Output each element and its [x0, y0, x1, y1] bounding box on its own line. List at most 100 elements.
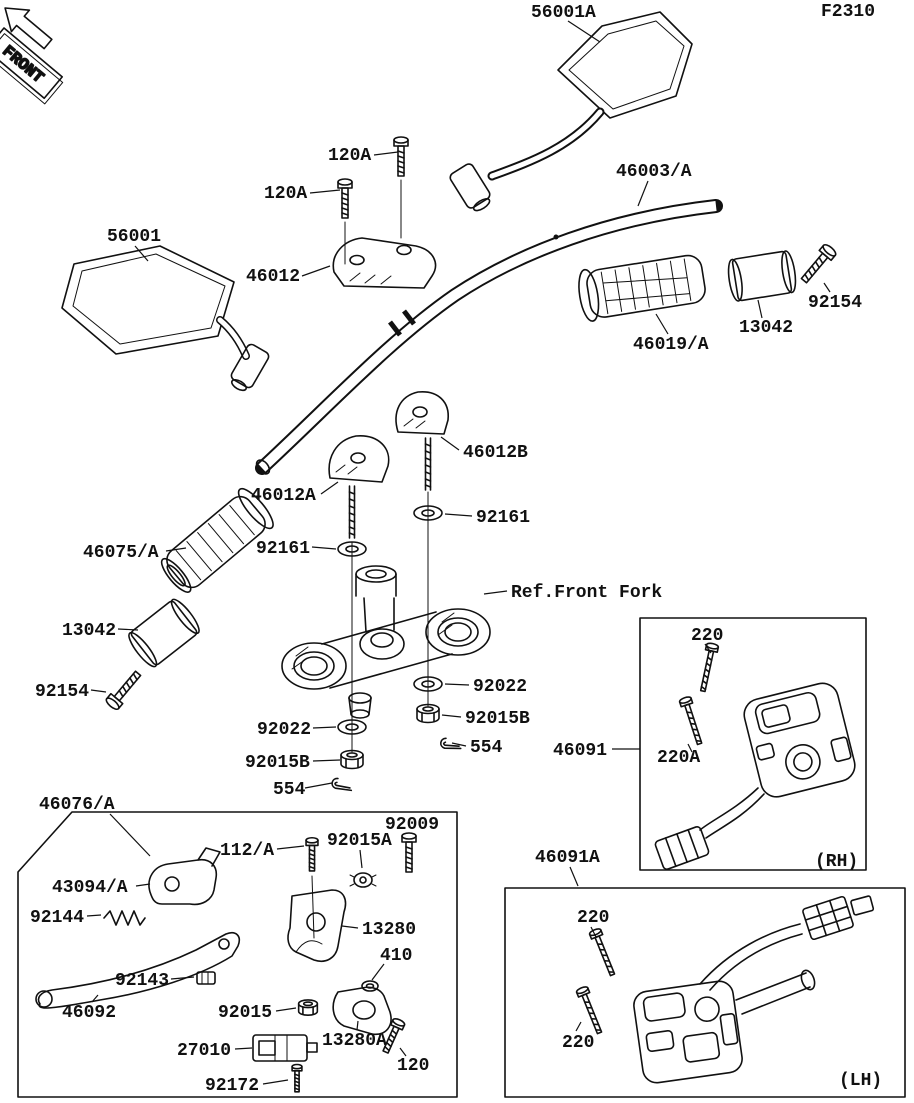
part-label-F2310: F2310: [821, 2, 875, 22]
leader-line-13280: [342, 926, 358, 928]
part-label-46012: 46012: [246, 267, 300, 287]
part-label-rh-caption: (RH): [815, 852, 858, 872]
part-label-92143: 92143: [115, 971, 169, 991]
part-label-ref-front-fork: Ref.Front Fork: [511, 583, 662, 603]
leader-line-92015B-r: [442, 715, 461, 717]
handlebar-knurl-band: [390, 311, 414, 335]
leader-line-92143: [171, 977, 194, 979]
screw-220-lh-1: [587, 926, 619, 978]
screw-220-lh-2: [574, 984, 606, 1036]
part-label-220A: 220A: [657, 748, 700, 768]
part-label-46003A: 46003/A: [616, 162, 692, 182]
part-label-46076A: 46076/A: [39, 795, 115, 815]
bar-end-weight-left-13042: [125, 596, 203, 670]
leader-line-92022-l: [313, 727, 336, 728]
screw-220-rh: [696, 641, 720, 694]
part-label-92015B-l: 92015B: [245, 753, 310, 773]
triple-clamp-front-fork: [282, 566, 490, 718]
part-label-220-rh: 220: [691, 626, 723, 646]
screw-92172: [291, 1063, 303, 1093]
wire-harness-rh: [700, 788, 764, 838]
rh-switch-detail-box: [640, 618, 866, 870]
switch-housing-lh-46091a: [632, 979, 744, 1084]
wire-harness-lh: [700, 924, 802, 990]
leader-line-27010: [235, 1048, 252, 1049]
leader-line-220A: [688, 744, 692, 752]
leader-lines-layer: [87, 21, 830, 1084]
part-label-46019A: 46019/A: [633, 335, 709, 355]
leader-line-46012: [302, 266, 330, 276]
part-label-220-lh-2: 220: [562, 1033, 594, 1053]
part-label-120A-1: 120A: [328, 146, 371, 166]
screw-92154-left: [103, 667, 145, 713]
part-label-13280A: 13280A: [322, 1031, 387, 1051]
pin-554-left: [330, 776, 355, 794]
part-label-lh-caption: (LH): [839, 1071, 882, 1091]
handlebar-46003: [254, 206, 716, 476]
leader-line-46019A: [656, 314, 668, 334]
part-label-92154-l: 92154: [35, 682, 89, 702]
leader-line-92154-l: [91, 690, 106, 692]
handlebar-locating-hole: [553, 234, 559, 240]
front-arrow-box: [0, 28, 62, 98]
part-label-43094A: 43094/A: [52, 878, 128, 898]
mirror-right-56001a: [448, 12, 692, 215]
upper-clamp-46012: [333, 238, 435, 288]
leader-line-120: [400, 1048, 406, 1056]
screw-120a-1: [393, 136, 409, 177]
lh-switch-detail-box: [505, 888, 905, 1097]
clutch-lever-detail-box: [18, 812, 457, 1097]
part-label-46075A: 46075/A: [83, 543, 159, 563]
leader-line-46076A: [110, 814, 150, 856]
leader-line-56001: [135, 246, 148, 261]
leader-line-13280A: [357, 1021, 358, 1030]
clutch-switch-27010: [253, 1035, 317, 1061]
part-label-120: 120: [397, 1056, 429, 1076]
assembly-centerlines: [312, 180, 428, 938]
grip-right-46019: [576, 252, 708, 323]
part-label-554-l: 554: [273, 780, 306, 800]
bushing-92143: [197, 972, 215, 984]
bar-end-weight-right-13042: [726, 250, 798, 302]
part-label-92015: 92015: [218, 1003, 272, 1023]
leader-line-410: [372, 964, 384, 980]
leader-line-46003A: [638, 181, 648, 206]
leader-line-220-lh-1: [591, 927, 596, 937]
nut-92015b-right: [416, 703, 440, 724]
leader-line-92022-r: [445, 684, 469, 685]
part-label-13042-r: 13042: [739, 318, 793, 338]
part-label-92009: 92009: [385, 815, 439, 835]
clutch-lever-46092: [36, 933, 239, 1008]
handlebar-left-end: [254, 458, 272, 477]
screw-92009: [401, 832, 417, 873]
part-label-92172: 92172: [205, 1076, 259, 1096]
lower-clamp-46012b: [396, 392, 448, 491]
leader-line-46075A: [166, 548, 186, 551]
clutch-box-border: [18, 812, 457, 1097]
part-label-120A-2: 120A: [264, 184, 307, 204]
part-label-92015B-r: 92015B: [465, 709, 530, 729]
leader-line-220-lh-2: [576, 1022, 581, 1031]
part-label-56001A: 56001A: [531, 3, 596, 23]
leader-line-13042-l: [118, 629, 138, 630]
part-label-92022-l: 92022: [257, 720, 311, 740]
lower-clamp-46012a: [329, 436, 389, 539]
handlebar-stub-end: [799, 969, 817, 992]
leader-line-13042-r: [758, 300, 762, 318]
leader-line-46092: [92, 995, 98, 1002]
part-label-92154-r: 92154: [808, 293, 862, 313]
leader-line-ref-front-fork: [484, 591, 507, 594]
part-label-13280: 13280: [362, 920, 416, 940]
part-label-56001: 56001: [107, 227, 161, 247]
part-label-410: 410: [380, 946, 412, 966]
part-label-46091: 46091: [553, 741, 607, 761]
leader-line-56001A: [568, 21, 600, 42]
front-arrow-head: [0, 0, 57, 55]
spring-92144: [104, 911, 145, 925]
mirror-left-56001: [62, 246, 270, 395]
front-arrow: FRONT: [0, 0, 85, 104]
washer-410: [362, 981, 378, 991]
leader-line-220-rh: [705, 644, 711, 653]
leader-line-92015A: [360, 850, 362, 868]
